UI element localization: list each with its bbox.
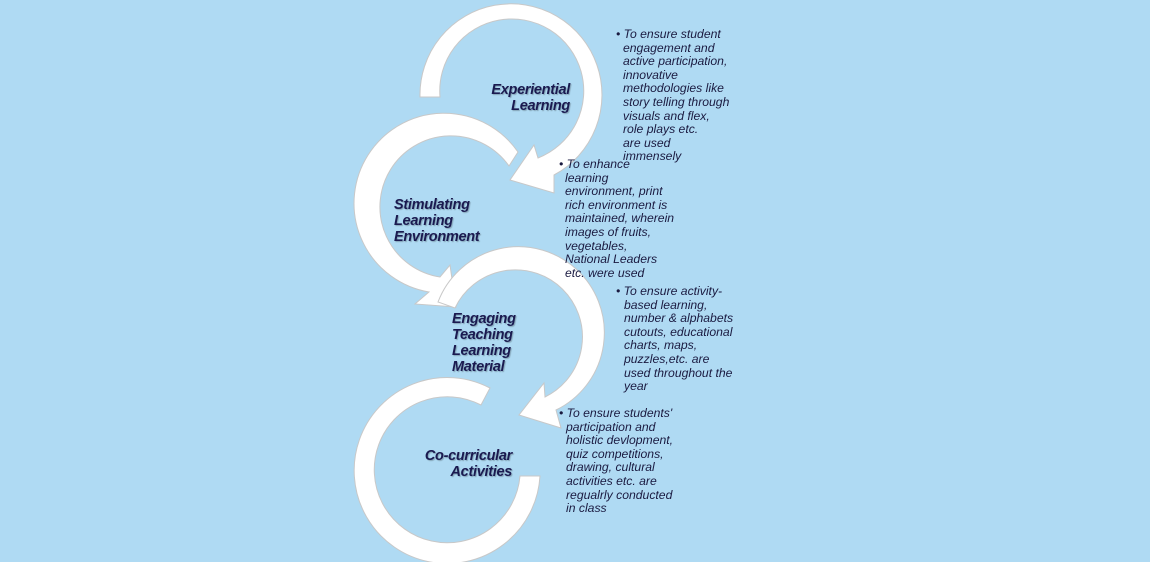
description-line: maintained, wherein — [565, 211, 675, 226]
stage-label-line: Material — [452, 359, 505, 375]
description-engaging-teaching-learning-material: • To ensure activity- based learning, nu… — [616, 284, 734, 394]
stage-label-line: Engaging — [452, 311, 516, 327]
description-line: in class — [566, 501, 607, 516]
description-line: • To enhance — [559, 157, 630, 171]
description-line: used throughout the — [624, 365, 733, 380]
description-line: holistic devlopment, — [566, 433, 674, 448]
stage-label-co-curricular-activities: Co-curricular Activities — [412, 448, 512, 480]
description-line: are used — [623, 135, 671, 150]
description-line: activities etc. are — [566, 473, 657, 488]
stage-label-line: Learning — [452, 343, 511, 359]
description-line: immensely — [623, 149, 682, 164]
description-line: National Leaders — [565, 252, 658, 267]
description-line: etc. were used — [565, 265, 645, 280]
stage-label-line: Learning — [511, 98, 570, 114]
description-line: rich environment is — [565, 197, 668, 212]
description-line: role plays etc. — [623, 122, 699, 137]
stage-label-experiential-learning: Experiential Learning — [478, 82, 570, 114]
description-line: vegetables, — [565, 238, 628, 253]
stage-label-line: Learning — [394, 213, 453, 229]
description-line: story telling through — [623, 94, 730, 109]
description-line: cutouts, educational — [624, 324, 733, 339]
stage-label-line: Stimulating — [394, 197, 470, 213]
description-line: images of fruits, — [565, 224, 652, 239]
description-line: • To ensure activity- — [616, 284, 723, 298]
description-line: regualrly conducted — [566, 487, 673, 502]
description-stimulating-learning-environment: • To enhance learning environment, print… — [559, 157, 675, 280]
description-line: number & alphabets — [624, 311, 734, 326]
stage-label-stimulating-learning-environment: Stimulating Learning Environment — [394, 197, 480, 245]
description-line: year — [624, 379, 648, 394]
description-experiential-learning: • To ensure student engagement and activ… — [616, 27, 730, 164]
curved-arrow-co-curricular-activities — [353, 377, 541, 562]
stage-label-engaging-teaching-learning-material: Engaging Teaching Learning Material — [452, 311, 516, 375]
description-line: environment, print — [565, 184, 663, 199]
curved-arrow-engaging-teaching-learning-material — [437, 246, 605, 429]
description-line: • To ensure students' — [559, 406, 673, 420]
description-line: active participation, — [623, 54, 728, 69]
description-line: quiz competitions, — [566, 446, 664, 461]
description-line: • To ensure student — [616, 27, 721, 41]
stage-label-line: Experiential — [491, 82, 570, 98]
description-line: engagement and — [623, 40, 715, 55]
stage-label-line: Co-curricular — [424, 448, 512, 464]
curved-arrow-stimulating-learning-environment — [353, 112, 519, 308]
description-line: innovative — [623, 67, 678, 82]
description-line: learning — [565, 170, 609, 185]
description-line: puzzles,etc. are — [624, 351, 710, 366]
description-line: based learning, — [624, 297, 708, 312]
stage-label-line: Environment — [394, 229, 480, 245]
description-co-curricular-activities: • To ensure students' participation and … — [559, 406, 674, 516]
description-line: methodologies like — [623, 81, 724, 96]
description-line: charts, maps, — [624, 338, 698, 353]
stage-label-line: Teaching — [452, 327, 513, 343]
stage-label-line: Activities — [450, 464, 513, 480]
curved-arrow-experiential-learning — [419, 3, 603, 194]
description-line: drawing, cultural — [566, 460, 655, 475]
description-line: visuals and flex, — [623, 108, 710, 123]
description-line: participation and — [566, 419, 656, 434]
